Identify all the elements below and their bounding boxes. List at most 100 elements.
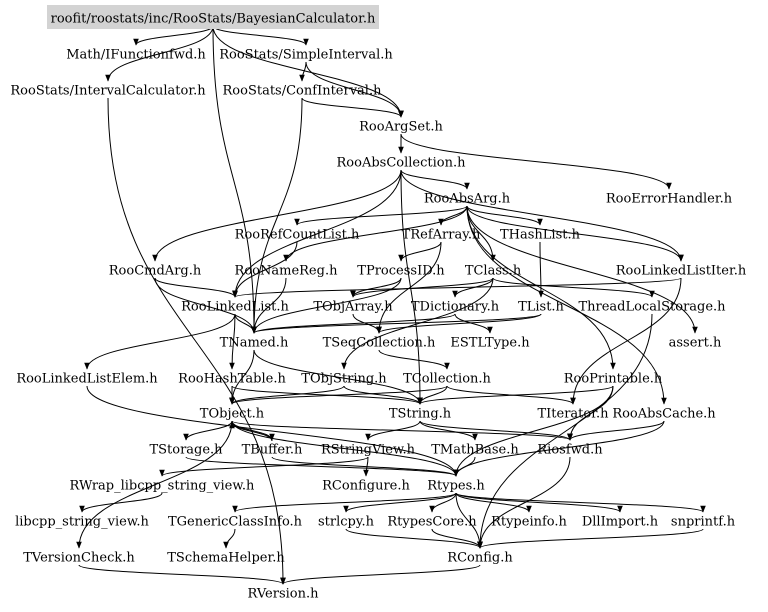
node-RooHashTable[interactable]: RooHashTable.h [178, 372, 286, 387]
edge-TBuffer-to-TObject [229, 421, 273, 442]
node-TObjString[interactable]: TObjString.h [301, 372, 387, 387]
node-TSchemaHelper[interactable]: TSchemaHelper.h [167, 551, 285, 566]
node-TString[interactable]: TString.h [389, 407, 452, 422]
node-TNamed[interactable]: TNamed.h [220, 336, 289, 351]
edge-TVersionCheck-to-RVersion [78, 564, 286, 585]
edge-TList-to-TSeqCollection [376, 313, 542, 334]
node-ESTLType[interactable]: ESTLType.h [450, 336, 530, 351]
node-DllImport[interactable]: DllImport.h [582, 515, 659, 530]
node-TList[interactable]: TList.h [518, 300, 564, 315]
edge-SimpleInterval-to-RooArgSet [305, 61, 404, 118]
edge-TBuffer-to-Rtypes [271, 456, 459, 477]
node-TIterator[interactable]: TIterator.h [537, 407, 609, 422]
node-RooErrorHandler[interactable]: RooErrorHandler.h [606, 192, 733, 207]
edge-TRefArray-to-TProcessID [398, 241, 442, 262]
edge-Rtypes-to-TGenericClassInfo [232, 492, 457, 513]
edge-strlcpy-to-RConfig [345, 528, 483, 549]
edge-Rtypes-to-snprintf [455, 492, 706, 513]
edge-TNamed-to-TString [253, 349, 423, 405]
edge-IntervalCalculator-to-RVersion [107, 97, 286, 585]
edge-TCollection-to-TObject [229, 385, 448, 405]
node-snprintf[interactable]: snprintf.h [671, 515, 736, 530]
node-TObjArray[interactable]: TObjArray.h [313, 300, 393, 315]
edge-BayesianCalculator-to-IntervalCalculator [105, 25, 214, 82]
node-TClass[interactable]: TClass.h [465, 264, 522, 279]
edges-layer [76, 25, 706, 585]
node-IntervalCalculator[interactable]: RooStats/IntervalCalculator.h [10, 84, 206, 99]
node-RooAbsCache[interactable]: RooAbsCache.h [612, 407, 716, 422]
node-assert[interactable]: assert.h [669, 336, 722, 351]
node-RooLinkedList[interactable]: RooLinkedList.h [181, 300, 289, 315]
node-RConfigure[interactable]: RConfigure.h [322, 479, 410, 494]
edge-TClass-to-TObjString [341, 277, 494, 370]
node-TDictionary[interactable]: TDictionary.h [411, 300, 500, 315]
node-RooCmdArg[interactable]: RooCmdArg.h [109, 264, 202, 279]
edge-TString-to-Riosfwd [419, 420, 573, 441]
edge-TStorage-to-Rtypes [185, 456, 459, 477]
node-TCollection[interactable]: TCollection.h [403, 372, 491, 387]
edge-RooAbsArg-to-RooPrintable [466, 205, 616, 370]
node-RooAbsArg[interactable]: RooAbsArg.h [424, 192, 511, 207]
edge-ConfInterval-to-RooArgSet [301, 97, 404, 118]
node-libcpp[interactable]: libcpp_string_view.h [15, 515, 149, 530]
edge-TList-to-TNamed [251, 313, 542, 334]
edge-RooAbsArg-to-assert [466, 205, 698, 334]
node-TVersionCheck[interactable]: TVersionCheck.h [23, 551, 135, 566]
edge-RooArgSet-to-RooErrorHandler [400, 133, 672, 190]
edge-RooRefCountList-to-RooLinkedList [232, 241, 298, 298]
edge-TObjString-to-TString [343, 385, 423, 405]
node-RooRefCountList[interactable]: RooRefCountList.h [235, 228, 360, 243]
node-RooLinkedListElem[interactable]: RooLinkedListElem.h [16, 372, 158, 387]
edge-RooAbsArg-to-TRefArray [438, 205, 468, 226]
node-BayesianCalculator[interactable]: roofit/roostats/inc/RooStats/BayesianCal… [51, 12, 376, 27]
edge-RooAbsArg-to-THashList [466, 205, 543, 226]
edge-RooAbsCollection-to-RooLinkedList [232, 169, 402, 298]
node-TStorage[interactable]: TStorage.h [149, 443, 223, 458]
node-Rtypeinfo[interactable]: Rtypeinfo.h [491, 515, 567, 530]
edge-RooAbsArg-to-RooAbsCache [466, 205, 667, 405]
node-RooLinkedListIter[interactable]: RooLinkedListIter.h [616, 264, 747, 279]
edge-TRefArray-to-TSeqCollection [376, 241, 442, 334]
node-strlcpy[interactable]: strlcpy.h [318, 515, 375, 530]
edge-RooHashTable-to-TString [231, 385, 423, 405]
edge-TObjString-to-TObject [229, 385, 345, 405]
node-TRefArray[interactable]: TRefArray.h [402, 228, 481, 243]
edge-THashList-to-TList [538, 241, 544, 298]
node-RStringView[interactable]: RStringView.h [321, 443, 416, 458]
node-TSeqCollection[interactable]: TSeqCollection.h [323, 336, 436, 351]
node-TBuffer[interactable]: TBuffer.h [242, 443, 303, 458]
edge-RooAbsCache-to-Riosfwd [567, 420, 665, 441]
node-TObject[interactable]: TObject.h [200, 407, 265, 422]
edge-TCollection-to-TString [417, 385, 448, 405]
node-RooAbsCollection[interactable]: RooAbsCollection.h [337, 156, 467, 171]
edge-RooLinkedListIter-to-RooLinkedList [232, 277, 682, 298]
edge-RooLinkedListElem-to-Rtypes [86, 385, 459, 477]
edge-RooPrintable-to-Rtypes [453, 385, 614, 477]
node-TProcessID[interactable]: TProcessID.h [357, 264, 445, 279]
node-SimpleInterval[interactable]: RooStats/SimpleInterval.h [219, 48, 393, 63]
node-RooArgSet[interactable]: RooArgSet.h [359, 120, 443, 135]
node-Rtypes[interactable]: Rtypes.h [427, 479, 485, 494]
node-RVersion[interactable]: RVersion.h [248, 587, 320, 602]
node-TGenericClassInfo[interactable]: TGenericClassInfo.h [168, 515, 303, 530]
edge-RooCmdArg-to-TNamed [154, 277, 257, 334]
node-IFunctionfwd[interactable]: Math/IFunctionfwd.h [66, 48, 206, 63]
edge-TGenericClassInfo-to-TSchemaHelper [223, 528, 236, 549]
edge-RtypesCore-to-RConfig [431, 528, 483, 549]
edge-TClass-to-ThreadLocalStorage [492, 277, 655, 298]
edge-TProcessID-to-TNamed [251, 277, 402, 334]
node-RConfig[interactable]: RConfig.h [447, 551, 513, 566]
root-node-box [47, 5, 379, 29]
node-Riosfwd[interactable]: Riosfwd.h [537, 443, 603, 458]
node-ThreadLocalStorage[interactable]: ThreadLocalStorage.h [578, 300, 726, 315]
node-ConfInterval[interactable]: RooStats/ConfInterval.h [223, 84, 383, 99]
node-TMathBase[interactable]: TMathBase.h [431, 443, 519, 458]
node-THashList[interactable]: THashList.h [500, 228, 581, 243]
node-RooPrintable[interactable]: RooPrintable.h [564, 372, 663, 387]
node-RooNameReg[interactable]: RooNameReg.h [235, 264, 339, 279]
edge-TClass-to-TObjArray [350, 277, 494, 298]
node-RWrap[interactable]: RWrap_libcpp_string_view.h [70, 479, 256, 494]
node-RtypesCore[interactable]: RtypesCore.h [387, 515, 477, 530]
edge-RooLinkedListIter-to-TIterator [570, 277, 682, 405]
